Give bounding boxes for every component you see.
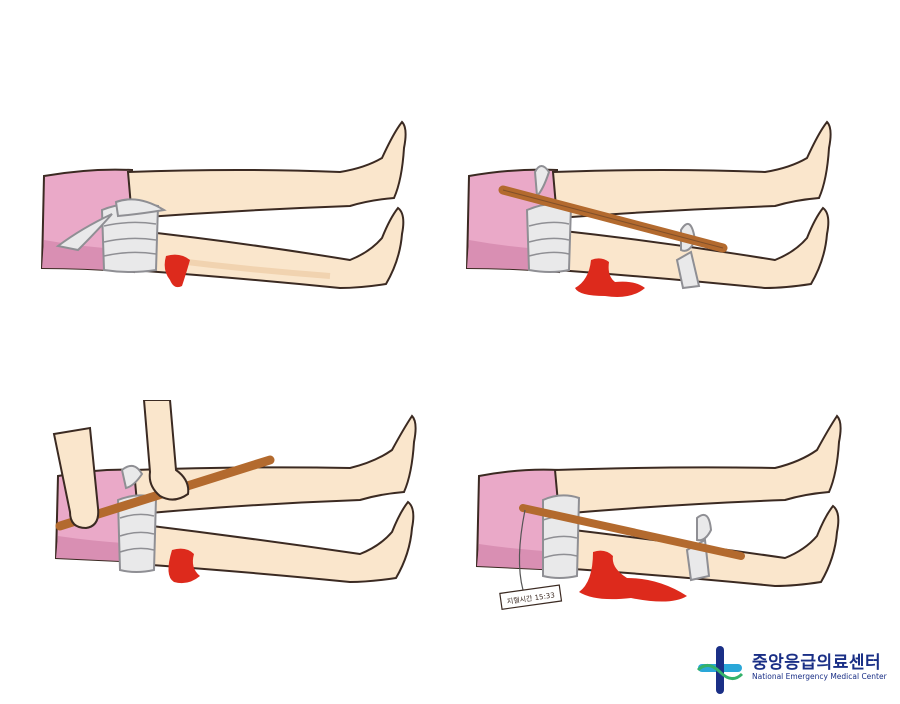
step-1-bandage-panel bbox=[30, 110, 470, 410]
step-2-stick-panel bbox=[455, 110, 895, 410]
step-4-secure-panel: 지혈시간 15:33 bbox=[455, 400, 895, 700]
upper-leg bbox=[126, 120, 407, 220]
stick bbox=[498, 185, 728, 253]
upper-leg bbox=[132, 414, 417, 516]
bandage-wrap bbox=[525, 165, 573, 273]
time-tag: 지혈시간 15:33 bbox=[499, 584, 563, 610]
logo: 중앙응급의료센터 National Emergency Medical Cent… bbox=[694, 644, 894, 696]
lower-leg bbox=[134, 500, 415, 584]
bandage-wrap bbox=[542, 494, 581, 579]
logo-mark-icon bbox=[696, 646, 744, 694]
blood-pool bbox=[579, 550, 687, 602]
bandage-wrap bbox=[55, 198, 167, 273]
upper-leg bbox=[551, 120, 832, 220]
blood-wound bbox=[168, 548, 200, 584]
upper-leg bbox=[553, 414, 842, 516]
blood-wound bbox=[164, 254, 190, 288]
stick bbox=[519, 504, 745, 560]
lower-leg bbox=[128, 206, 405, 290]
step-3-twist-panel bbox=[30, 400, 470, 700]
blood-pool bbox=[575, 258, 645, 297]
logo-english-text: National Emergency Medical Center bbox=[752, 672, 887, 681]
logo-korean-text: 중앙응급의료센터 bbox=[752, 653, 882, 673]
hands bbox=[52, 400, 190, 530]
bandage-wrap bbox=[116, 464, 158, 573]
lower-leg bbox=[553, 206, 830, 290]
